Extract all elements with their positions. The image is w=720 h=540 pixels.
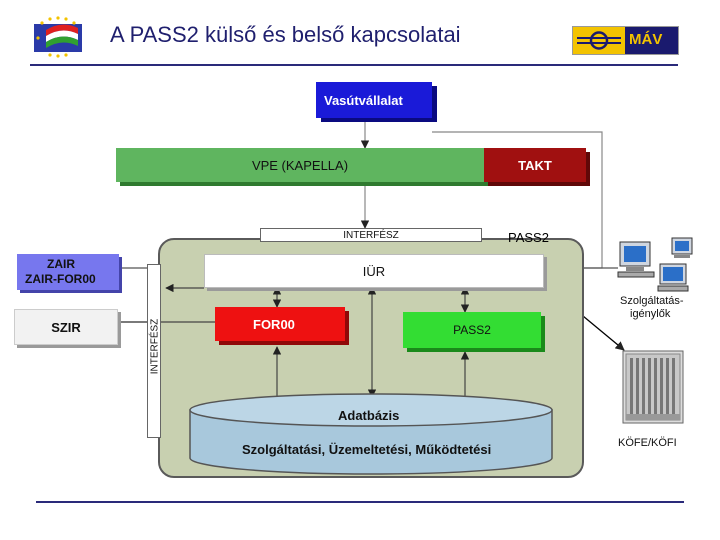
vasutvallalat-label: Vasútvállalat (324, 92, 403, 108)
szolgaltatas-label-line2: igénylők (630, 308, 671, 320)
szir-label: SZIR (51, 319, 81, 335)
users-computers-icon (617, 237, 693, 292)
mav-emblem-icon (577, 31, 621, 50)
interfesz-side-label: INTERFÉSZ (149, 318, 161, 375)
adatbazis-cylinder (189, 393, 553, 475)
for00-label: FOR00 (253, 316, 295, 332)
pass2-area-label: PASS2 (508, 230, 549, 245)
takt-label: TAKT (518, 157, 552, 173)
kofe-label: KÖFE/KÖFI (618, 437, 677, 449)
adatbazis-label: Adatbázis (338, 408, 400, 423)
eu-hungary-logo (32, 14, 84, 60)
header-divider (30, 64, 678, 66)
server-rack-icon (622, 350, 684, 424)
szolgaltatas-label-line1: Szolgáltatás- (620, 295, 684, 307)
zair-label-line2: ZAIR-FOR00 (25, 272, 96, 286)
interfesz-top-label: INTERFÉSZ (343, 229, 399, 241)
page-title: A PASS2 külső és belső kapcsolatai (110, 22, 461, 47)
zair-label-line1: ZAIR (47, 257, 75, 271)
vpe-label: VPE (KAPELLA) (251, 157, 349, 173)
mav-logo-text: MÁV (629, 31, 663, 48)
interfesz-side-box: INTERFÉSZ (147, 264, 161, 438)
zair-box: ZAIR ZAIR-FOR00 (17, 254, 119, 290)
vpe-box: VPE (KAPELLA) (116, 148, 484, 182)
interfesz-top-box: INTERFÉSZ (260, 228, 482, 242)
iur-box: IÜR (204, 254, 544, 288)
for00-box: FOR00 (215, 307, 345, 341)
footer-divider (36, 501, 684, 503)
szir-box: SZIR (14, 309, 118, 345)
iur-label: IÜR (362, 263, 386, 279)
vasutvallalat-box: Vasútvállalat (316, 82, 432, 118)
takt-box: TAKT (484, 148, 586, 182)
adatbazis-sub-label: Szolgáltatási, Üzemeltetési, Működtetési (242, 442, 492, 457)
pass2-box: PASS2 (403, 312, 541, 348)
pass2-box-label: PASS2 (453, 323, 491, 337)
flag-icon (34, 16, 82, 58)
mav-logo: MÁV (572, 26, 679, 55)
